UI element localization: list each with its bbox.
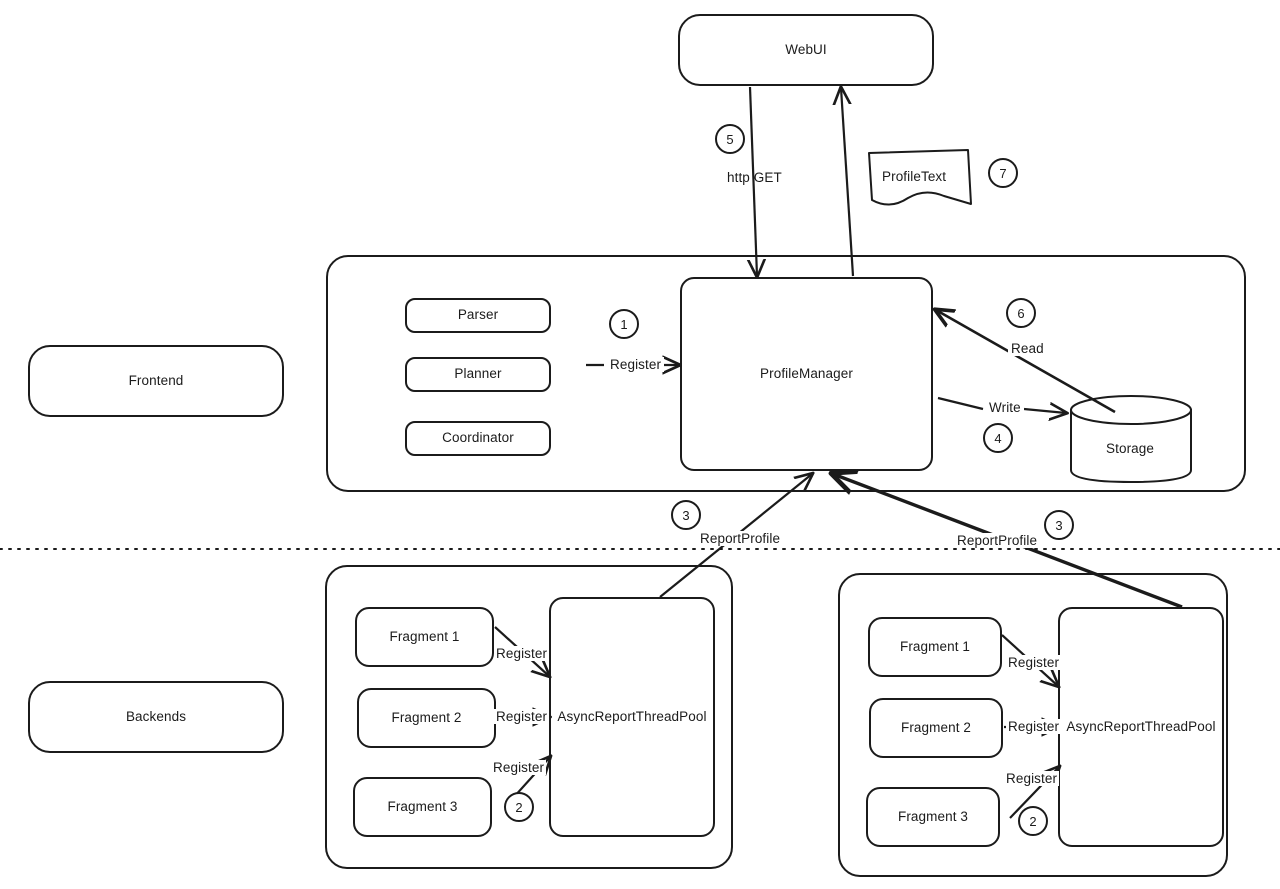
node-label-right-fragment-2: Fragment 2 — [900, 719, 972, 735]
step-badge-1: 1 — [609, 309, 639, 339]
step-badge-6: 6 — [1006, 298, 1036, 328]
node-label-storage: Storage — [1106, 441, 1154, 456]
node-label-left-fragment-2: Fragment 2 — [391, 709, 462, 725]
step-badge-2-right: 2 — [1018, 806, 1048, 836]
node-label-parser: Parser — [457, 307, 499, 323]
node-left-fragment-1[interactable]: Fragment 1 — [355, 607, 494, 667]
edge-label-report-profile-left: ReportProfile — [697, 531, 784, 546]
node-profile-manager[interactable]: ProfileManager — [680, 277, 933, 471]
step-badge-4: 4 — [983, 423, 1013, 453]
node-left-threadpool[interactable]: AsyncReportThreadPool — [549, 597, 715, 837]
lane-label-backends: Backends — [125, 708, 187, 724]
lane-box-frontend: Frontend — [28, 345, 284, 417]
edge-label-read: Read — [1008, 341, 1047, 356]
node-planner[interactable]: Planner — [405, 357, 551, 392]
node-label-left-fragment-1: Fragment 1 — [389, 628, 460, 644]
node-label-profile-text: ProfileText — [882, 169, 947, 184]
node-webui[interactable]: WebUI — [678, 14, 934, 86]
node-right-fragment-1[interactable]: Fragment 1 — [868, 617, 1002, 677]
edge-label-report-profile-right: ReportProfile — [954, 533, 1041, 548]
node-left-fragment-3[interactable]: Fragment 3 — [353, 777, 492, 837]
edge-label-left-register-2: Register — [494, 709, 550, 724]
node-right-fragment-2[interactable]: Fragment 2 — [869, 698, 1003, 758]
node-label-coordinator: Coordinator — [442, 430, 514, 446]
edge-label-right-register-2: Register — [1006, 719, 1062, 734]
step-badge-3-left: 3 — [671, 500, 701, 530]
container-backend-left — [325, 565, 733, 869]
edge-label-http-get: http GET — [727, 170, 782, 185]
node-right-fragment-3[interactable]: Fragment 3 — [866, 787, 1000, 847]
node-left-fragment-2[interactable]: Fragment 2 — [357, 688, 496, 748]
node-label-webui: WebUI — [785, 41, 827, 57]
edge-label-right-register-1: Register — [1006, 655, 1062, 670]
step-badge-2-left: 2 — [504, 792, 534, 822]
node-label-right-fragment-1: Fragment 1 — [899, 638, 971, 654]
node-coordinator[interactable]: Coordinator — [405, 421, 551, 456]
lane-label-frontend: Frontend — [128, 372, 184, 388]
node-label-profile-manager: ProfileManager — [760, 365, 853, 381]
step-badge-7: 7 — [988, 158, 1018, 188]
edge-label-write: Write — [986, 400, 1024, 415]
edge-label-left-register-3: Register — [491, 760, 547, 775]
edge-label-right-register-3: Register — [1004, 771, 1060, 786]
node-label-left-fragment-3: Fragment 3 — [387, 798, 458, 814]
node-label-left-threadpool: AsyncReportThreadPool — [557, 708, 707, 724]
lane-box-backends: Backends — [28, 681, 284, 753]
node-label-right-threadpool: AsyncReportThreadPool — [1066, 718, 1216, 734]
node-label-planner: Planner — [454, 366, 502, 382]
edge-label-register-frontend: Register — [607, 357, 665, 372]
edge-label-left-register-1: Register — [494, 646, 550, 661]
node-right-threadpool[interactable]: AsyncReportThreadPool — [1058, 607, 1224, 847]
node-label-right-fragment-3: Fragment 3 — [897, 808, 969, 824]
node-parser[interactable]: Parser — [405, 298, 551, 333]
profile-text-note-shape — [868, 149, 972, 206]
step-badge-3-right: 3 — [1044, 510, 1074, 540]
step-badge-5: 5 — [715, 124, 745, 154]
